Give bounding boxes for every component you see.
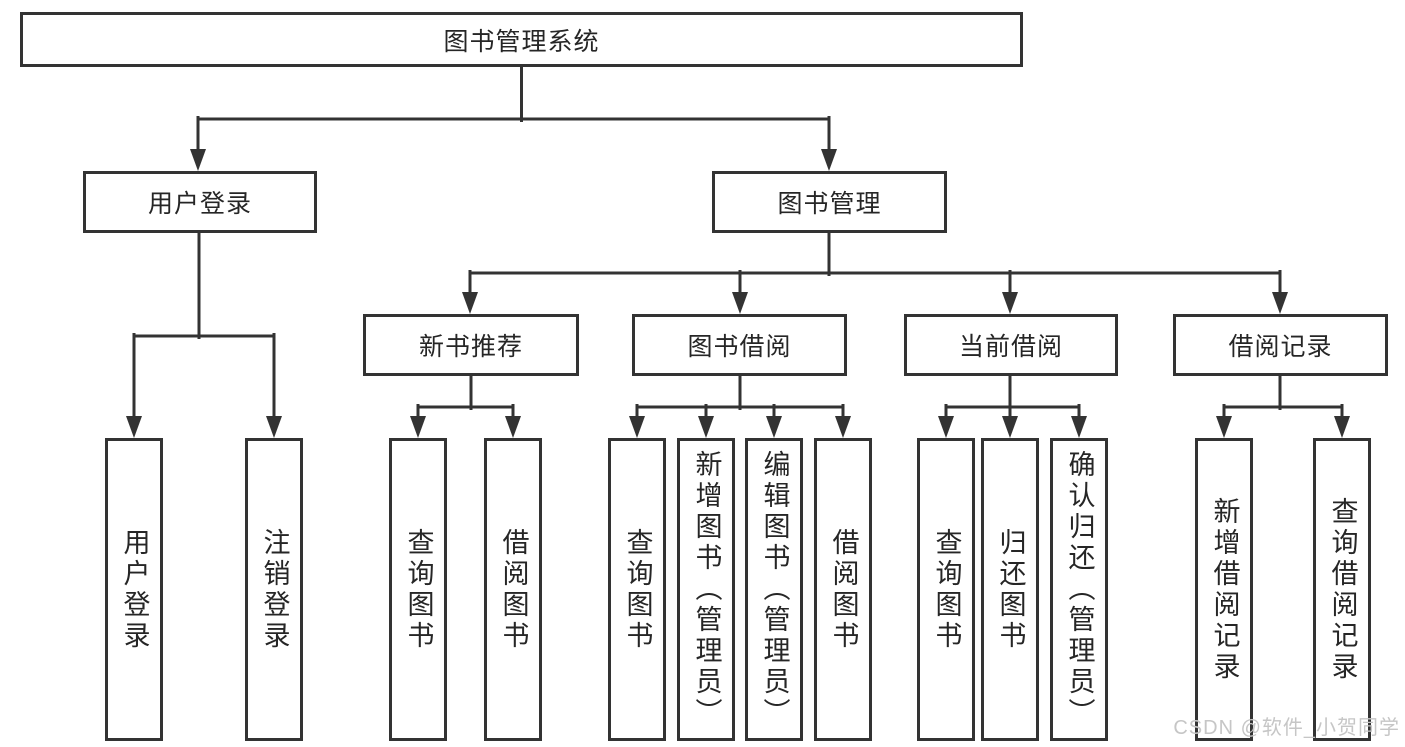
node-new-book-recommendation: 新书推荐 bbox=[363, 314, 579, 376]
arrow-down-icon bbox=[1334, 416, 1350, 438]
leaf-query-borrow-record: 查询借阅记录 bbox=[1313, 438, 1371, 741]
connector-new-book-rec-to-leaves bbox=[410, 374, 521, 438]
node-label: 编辑图书（管理员） bbox=[759, 450, 790, 729]
arrow-down-icon bbox=[835, 416, 851, 438]
arrow-down-icon bbox=[410, 416, 426, 438]
csdn-watermark: CSDN @软件_小贺同学 bbox=[1173, 717, 1400, 739]
node-label: 图书管理 bbox=[777, 190, 882, 218]
leaf-add-borrow-record: 新增借阅记录 bbox=[1195, 438, 1253, 741]
node-label: 新增借阅记录 bbox=[1209, 496, 1240, 683]
arrow-down-icon bbox=[629, 416, 645, 438]
leaf-borrowing-query-books: 查询图书 bbox=[608, 438, 666, 741]
node-label: 借阅图书 bbox=[828, 527, 859, 652]
node-label: 归还图书 bbox=[995, 527, 1026, 652]
node-label: 确认归还（管理员） bbox=[1064, 450, 1095, 729]
leaf-current-query-books: 查询图书 bbox=[917, 438, 975, 741]
node-label: 用户登录 bbox=[119, 527, 150, 652]
node-user-login: 用户登录 bbox=[83, 171, 317, 233]
node-book-borrowing: 图书借阅 bbox=[632, 314, 847, 376]
node-label: 图书借阅 bbox=[687, 333, 792, 361]
leaf-borrow-books: 借阅图书 bbox=[814, 438, 872, 741]
connector-user-login-to-leaves bbox=[126, 231, 282, 438]
leaf-recommend-query-books: 查询图书 bbox=[389, 438, 447, 741]
leaf-user-login: 用户登录 bbox=[105, 438, 163, 741]
arrow-down-icon bbox=[1002, 292, 1018, 314]
arrow-down-icon bbox=[821, 149, 837, 171]
node-label: 查询图书 bbox=[622, 527, 653, 652]
leaf-edit-books-admin: 编辑图书（管理员） bbox=[745, 438, 803, 741]
arrow-down-icon bbox=[1216, 416, 1232, 438]
arrow-down-icon bbox=[698, 416, 714, 438]
arrow-down-icon bbox=[938, 416, 954, 438]
connector-book-mgmt-to-level3 bbox=[462, 231, 1288, 314]
arrow-down-icon bbox=[505, 416, 521, 438]
arrow-down-icon bbox=[766, 416, 782, 438]
leaf-return-books: 归还图书 bbox=[981, 438, 1039, 741]
arrow-down-icon bbox=[126, 416, 142, 438]
node-label: 新增图书（管理员） bbox=[691, 450, 722, 729]
node-label: 注销登录 bbox=[259, 527, 290, 652]
arrow-down-icon bbox=[462, 292, 478, 314]
arrow-down-icon bbox=[266, 416, 282, 438]
arrow-down-icon bbox=[190, 149, 206, 171]
leaf-recommend-borrow-books: 借阅图书 bbox=[484, 438, 542, 741]
connector-borrow-records-to-leaves bbox=[1216, 374, 1350, 438]
node-label: 新书推荐 bbox=[418, 333, 523, 361]
leaf-confirm-return-admin: 确认归还（管理员） bbox=[1050, 438, 1108, 741]
node-label: 当前借阅 bbox=[958, 333, 1063, 361]
node-label: 用户登录 bbox=[147, 190, 252, 218]
node-label: 借阅记录 bbox=[1228, 333, 1333, 361]
connector-book-borrow-to-leaves bbox=[629, 374, 851, 438]
node-borrowing-records: 借阅记录 bbox=[1173, 314, 1388, 376]
leaf-logout: 注销登录 bbox=[245, 438, 303, 741]
node-book-management: 图书管理 bbox=[712, 171, 947, 233]
node-root-library-system: 图书管理系统 bbox=[20, 12, 1023, 67]
arrow-down-icon bbox=[1272, 292, 1288, 314]
arrow-down-icon bbox=[1071, 416, 1087, 438]
node-label: 图书管理系统 bbox=[443, 27, 600, 56]
connector-current-borrow-to-leaves bbox=[938, 374, 1087, 438]
node-label: 查询图书 bbox=[403, 527, 434, 652]
node-current-borrowing: 当前借阅 bbox=[904, 314, 1118, 376]
leaf-add-books-admin: 新增图书（管理员） bbox=[677, 438, 735, 741]
node-label: 借阅图书 bbox=[498, 527, 529, 652]
arrow-down-icon bbox=[1002, 416, 1018, 438]
node-label: 查询借阅记录 bbox=[1327, 496, 1358, 683]
arrow-down-icon bbox=[732, 292, 748, 314]
connector-root-to-level2 bbox=[190, 65, 837, 171]
node-label: 查询图书 bbox=[931, 527, 962, 652]
